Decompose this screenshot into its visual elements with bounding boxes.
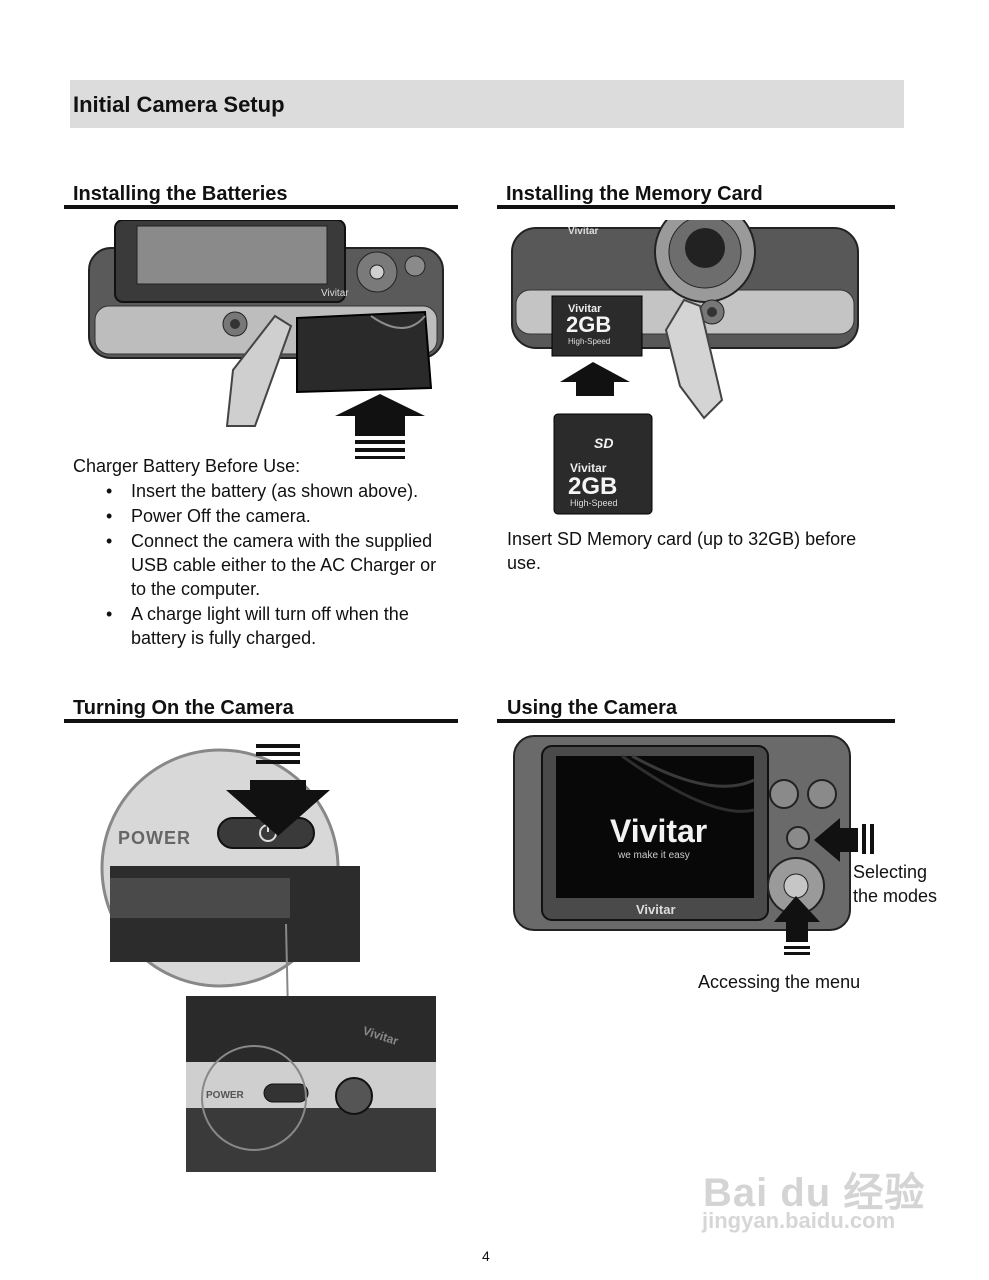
svg-text:2GB: 2GB xyxy=(566,312,611,337)
section-title-batteries: Installing the Batteries xyxy=(73,183,288,205)
section-rule-batteries xyxy=(64,205,458,209)
svg-text:Vivitar: Vivitar xyxy=(568,303,602,315)
battery-intro-text: Charger Battery Before Use: xyxy=(73,456,301,476)
caption-accessing-menu: Accessing the menu xyxy=(698,972,861,992)
camera-body-brand: Vivitar xyxy=(636,902,676,917)
svg-text:High-Speed: High-Speed xyxy=(570,498,618,508)
camera-controls-image: Vivitar we make it easy Vivitar xyxy=(513,735,874,955)
section-title-memory-card: Installing the Memory Card xyxy=(506,183,763,205)
battery-image-brand: Vivitar xyxy=(321,288,349,299)
power-button-image: POWER Vivitar POWER xyxy=(100,744,436,1172)
section-title-turning-on: Turning On the Camera xyxy=(73,697,294,719)
screen-brand: Vivitar xyxy=(610,813,707,849)
page-number: 4 xyxy=(482,1248,490,1264)
section-title-using: Using the Camera xyxy=(507,697,678,719)
power-label-small: POWER xyxy=(206,1090,245,1101)
svg-text:2GB: 2GB xyxy=(568,473,617,500)
screen-tagline: we make it easy xyxy=(617,850,690,861)
svg-text:SD: SD xyxy=(594,435,613,451)
svg-text:High-Speed: High-Speed xyxy=(568,337,610,346)
battery-step: Connect the camera with the supplied USB… xyxy=(73,529,453,601)
section-rule-memory-card xyxy=(497,205,895,209)
power-label-large: POWER xyxy=(118,828,191,848)
caption-selecting-modes: Selecting the modes xyxy=(853,862,938,906)
battery-steps-list: Insert the battery (as shown above). Pow… xyxy=(73,479,453,651)
svg-text:Vivitar: Vivitar xyxy=(570,461,607,475)
section-rule-turning-on xyxy=(64,719,458,723)
battery-step: Power Off the camera. xyxy=(73,504,453,528)
section-rule-using xyxy=(497,719,895,723)
watermark-logo: Bai du 经验 xyxy=(703,1171,926,1215)
watermark-url: jingyan.baidu.com xyxy=(702,1208,896,1233)
memory-card-instruction: Insert SD Memory card (up to 32GB) befor… xyxy=(507,529,857,573)
header-banner xyxy=(70,80,904,128)
memory-card-install-image: Vivitar Vivitar 2GB High-Speed SD Vivita… xyxy=(511,220,859,515)
battery-step: Insert the battery (as shown above). xyxy=(73,479,453,503)
battery-install-image: Vivitar xyxy=(88,220,444,459)
page-title: Initial Camera Setup xyxy=(73,92,285,117)
battery-step: A charge light will turn off when the ba… xyxy=(73,602,453,650)
memory-image-brand: Vivitar xyxy=(568,226,598,237)
